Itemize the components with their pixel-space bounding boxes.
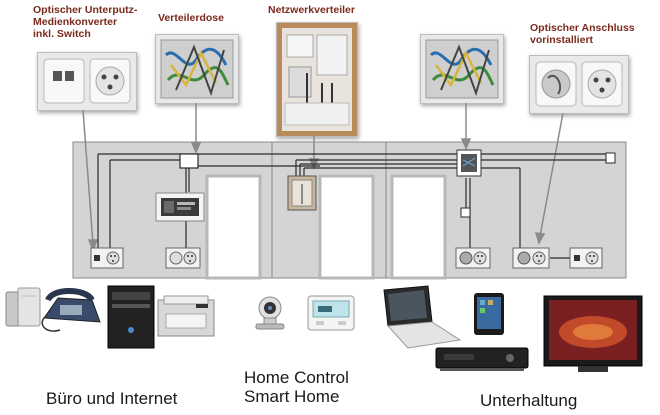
ip-camera-icon: [255, 296, 285, 330]
wall-distribution-box: [287, 175, 317, 211]
door-1: [205, 174, 262, 280]
callout-optical-converter: Optischer Unterputz- Medienkonverter ink…: [33, 4, 137, 40]
callout-optical-converter-line-3: inkl. Switch: [33, 28, 91, 40]
callout-optical-converter-line-2: Medienkonverter: [33, 16, 118, 28]
outlet-entertainment-3: [569, 247, 603, 269]
outlet-entertainment-2: [512, 247, 550, 269]
printer-icon: [157, 295, 215, 337]
group-label-entertainment: Unterhaltung: [480, 391, 578, 410]
right-endpoint-box: [605, 152, 616, 164]
pc-tower-icon: [107, 285, 155, 349]
optical-connection-photo: [529, 55, 629, 114]
thermostat-icon: [307, 295, 355, 331]
junction-box-photo-right: [420, 34, 504, 104]
nas-icon: [5, 287, 41, 327]
outlet-entertainment-1: [455, 247, 491, 269]
small-junction-box: [460, 207, 471, 218]
group-label-home-control-line-2: Smart Home: [244, 387, 340, 406]
outlet-office-left: [90, 247, 124, 269]
junction-box-photo: [155, 34, 239, 104]
control-panel-display: [155, 192, 205, 222]
door-3: [390, 174, 447, 280]
callout-optical-connection-line-2: vorinstalliert: [530, 34, 594, 46]
callout-optical-connection: Optischer Anschluss vorinstalliert: [530, 22, 635, 46]
group-label-home-control: Home Control Smart Home: [244, 368, 349, 406]
group-label-office: Büro und Internet: [46, 389, 178, 408]
wall-junction-box-right: [456, 149, 482, 177]
tv-icon: [543, 295, 643, 372]
distribution-panel-photo: [276, 22, 358, 137]
optical-converter-photo: [37, 52, 137, 111]
group-label-home-control-line-1: Home Control: [244, 368, 349, 387]
outlet-office-right: [165, 247, 201, 269]
laptop-icon: [383, 285, 462, 349]
callout-optical-converter-line-1: Optischer Unterputz-: [33, 4, 138, 16]
callout-junction-box: Verteilerdose: [158, 12, 224, 24]
phone-icon: [41, 288, 101, 332]
tablet-icon: [474, 293, 504, 335]
media-player-icon: [435, 347, 529, 371]
callout-distribution-panel: Netzwerkverteiler: [268, 4, 355, 16]
door-2: [318, 174, 375, 280]
callout-optical-connection-line-1: Optischer Anschluss: [530, 22, 635, 34]
